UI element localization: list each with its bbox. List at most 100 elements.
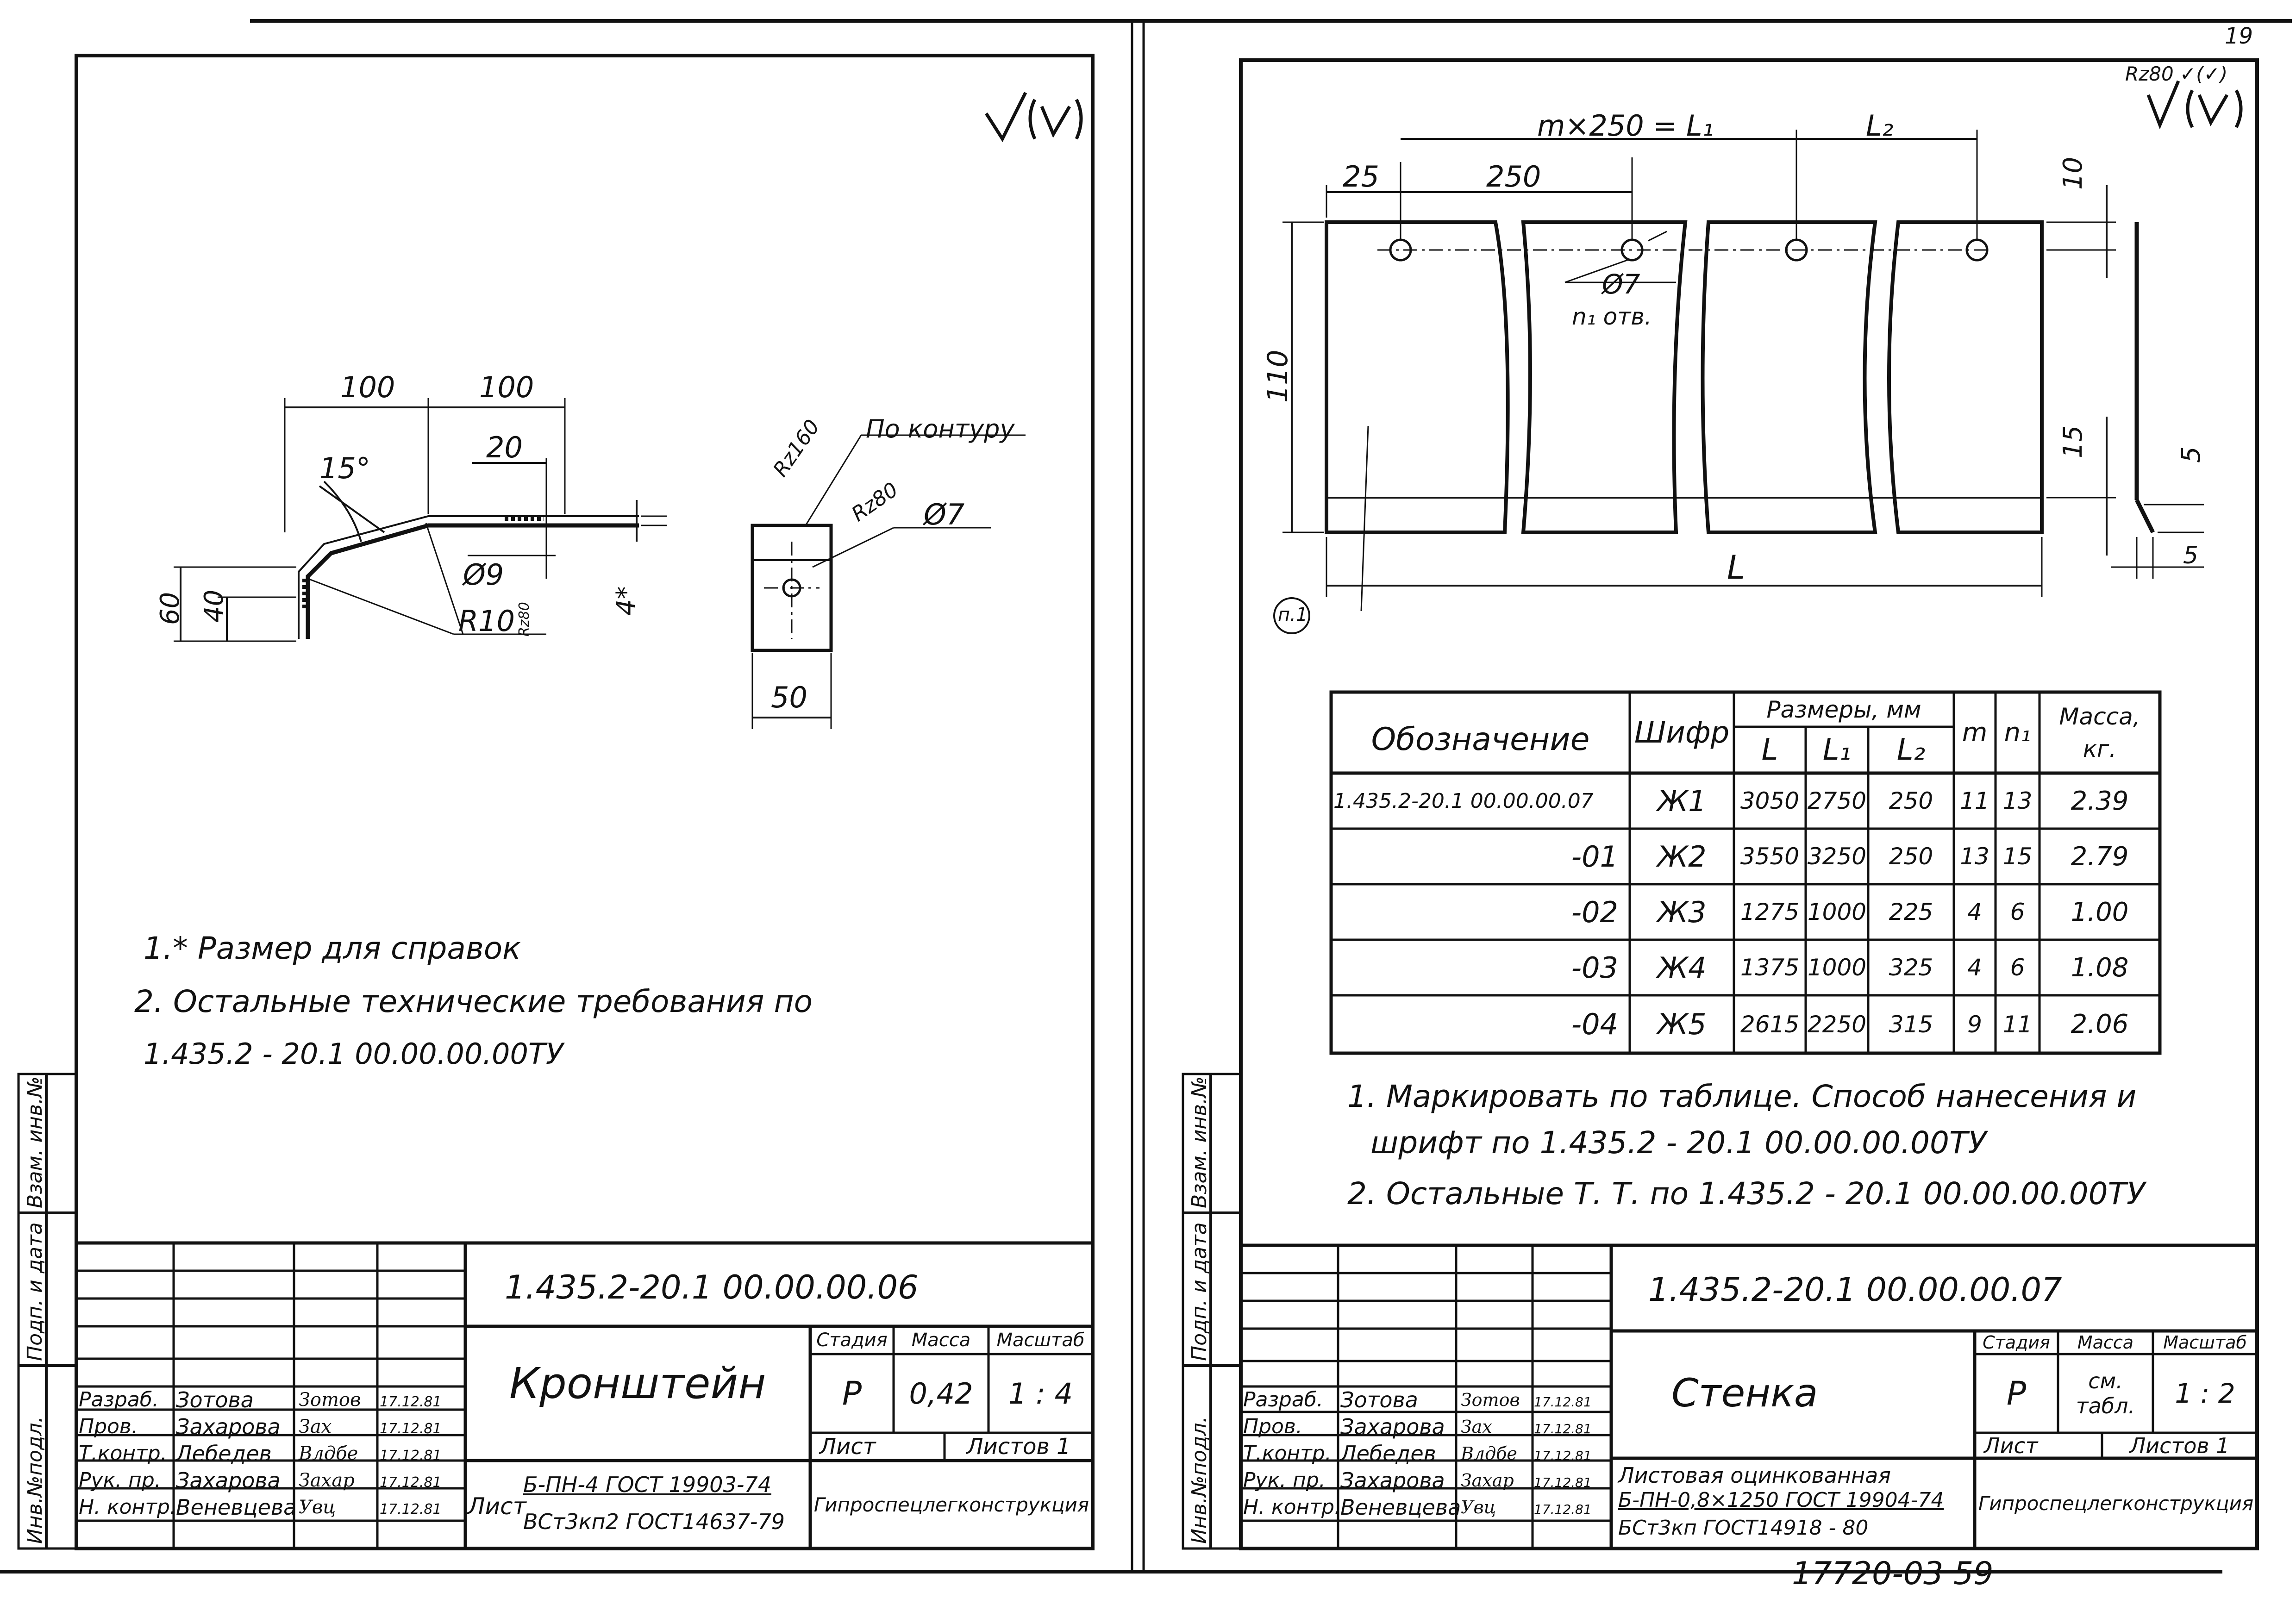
dim-100-right: 100 xyxy=(479,370,534,404)
th-L2: L₂ xyxy=(1896,733,1926,767)
dim-r10: R10 xyxy=(458,604,515,638)
name-developer: Зотова xyxy=(176,1387,254,1412)
date-checker: 17.12.81 xyxy=(380,1421,442,1437)
hdr-scale-right: Масштаб xyxy=(2163,1332,2247,1353)
signature-developer: Зотов xyxy=(1461,1390,1520,1410)
name-checker: Захарова xyxy=(1340,1414,1445,1439)
roles-column-left: Разраб. Пров. Т.контр. Рук. пр. Н. контр… xyxy=(79,1386,176,1521)
dim-110: 110 xyxy=(1262,350,1294,403)
table-cell-m: 13 xyxy=(1960,843,1989,870)
name-tech-control: Лебедев xyxy=(176,1441,272,1466)
dim-5-top: 5 xyxy=(2176,446,2206,463)
table-cell-L1: 1000 xyxy=(1807,954,1867,981)
sheets-count-right: Листов 1 xyxy=(2129,1433,2230,1458)
signature-project-lead: Захар xyxy=(299,1470,355,1491)
table-cell-designation: -01 xyxy=(1571,839,1618,874)
signature-developer: Зотов xyxy=(299,1389,361,1411)
table-cell-m: 11 xyxy=(1960,787,1989,814)
dim-l2: L₂ xyxy=(1866,109,1894,143)
signature-project-lead: Захар xyxy=(1461,1470,1514,1491)
th-L: L xyxy=(1761,733,1778,767)
dim-100-left: 100 xyxy=(340,370,395,404)
table-cell-L2: 325 xyxy=(1889,954,1933,981)
dim-10: 10 xyxy=(2058,156,2088,190)
names-column-left: Зотова Захарова Лебедев Захарова Веневце… xyxy=(176,1386,296,1521)
note-2-ref: 1.435.2 - 20.1 00.00.00.00ТУ xyxy=(144,1037,563,1071)
dim-15: 15 xyxy=(2058,425,2088,458)
table-cell-L2: 250 xyxy=(1889,787,1933,814)
name-checker: Захарова xyxy=(176,1414,281,1439)
date-checker: 17.12.81 xyxy=(1534,1421,1592,1436)
surface-finish-mark-right: Rz80 ✓(✓) xyxy=(2125,62,2228,85)
table-cell-code: Ж5 xyxy=(1657,1007,1707,1041)
dim-40: 40 xyxy=(199,589,229,623)
table-cell-L: 1375 xyxy=(1740,954,1800,981)
table-cell-L2: 250 xyxy=(1889,843,1933,870)
th-L1: L₁ xyxy=(1822,733,1852,767)
dim-L: L xyxy=(1727,549,1745,587)
table-cell-L1: 1000 xyxy=(1807,899,1867,925)
table-cell-designation: -03 xyxy=(1571,950,1618,985)
dim-4-ref: 4* xyxy=(611,586,641,616)
dim-dia7-right: Ø7 xyxy=(1602,268,1640,300)
marking-note-2: 2. Остальные Т. Т. по 1.435.2 - 20.1 00.… xyxy=(1347,1176,2146,1211)
note-2: 2. Остальные технические требования по xyxy=(134,984,813,1019)
table-cell-n1: 13 xyxy=(2002,787,2033,814)
designation-left: 1.435.2-20.1 00.00.00.06 xyxy=(505,1268,919,1306)
table-cell-L1: 2250 xyxy=(1807,1011,1867,1038)
role-norm-control: Н. контр. xyxy=(79,1495,176,1519)
table-cell-n1: 15 xyxy=(2002,843,2033,870)
dim-250: 250 xyxy=(1486,160,1541,194)
table-cell-m: 4 xyxy=(1967,954,1982,981)
name-tech-control: Лебедев xyxy=(1340,1441,1436,1466)
th-m: m xyxy=(1962,718,1988,748)
table-cell-mass: 2.06 xyxy=(2071,1009,2129,1039)
dim-20: 20 xyxy=(486,431,523,464)
side-label-sign: Подп. и дата xyxy=(1188,1222,1211,1361)
signature-norm-control: Увц xyxy=(299,1497,336,1518)
date-project-lead: 17.12.81 xyxy=(1534,1475,1592,1490)
date-developer: 17.12.81 xyxy=(1534,1394,1592,1410)
side-label-repl: Взам. инв.№ xyxy=(23,1076,47,1208)
roughness-rz80-a: Rz80 xyxy=(516,602,532,637)
name-norm-control: Веневцева xyxy=(176,1495,297,1520)
date-norm-control: 17.12.81 xyxy=(380,1501,442,1517)
table-cell-mass: 2.39 xyxy=(2071,786,2129,816)
material-prefix-left: Лист xyxy=(468,1493,526,1520)
table-cell-code: Ж2 xyxy=(1657,839,1707,874)
role-project-lead: Рук. пр. xyxy=(1243,1468,1326,1492)
date-project-lead: 17.12.81 xyxy=(380,1474,442,1491)
role-developer: Разраб. xyxy=(79,1388,159,1411)
designation-right: 1.435.2-20.1 00.00.00.07 xyxy=(1648,1271,2062,1309)
dates-column-left: 17.12.81 17.12.81 17.12.81 17.12.81 17.1… xyxy=(380,1389,442,1523)
table-cell-L: 3050 xyxy=(1740,787,1800,814)
mass-left: 0,42 xyxy=(909,1376,973,1411)
table-cell-L: 3550 xyxy=(1740,843,1800,870)
role-tech-control: Т.контр. xyxy=(79,1442,167,1465)
table-cell-mass: 2.79 xyxy=(2071,841,2129,872)
label-holes: n₁ отв. xyxy=(1572,303,1652,330)
table-cell-code: Ж3 xyxy=(1657,895,1707,929)
name-norm-control: Веневцева xyxy=(1340,1495,1461,1520)
signatures-column-left: Зотов Зах Влдбе Захар Увц xyxy=(299,1386,361,1521)
table-cell-designation: -04 xyxy=(1571,1007,1618,1041)
dim-25: 25 xyxy=(1343,160,1379,194)
table-cell-n1: 11 xyxy=(2002,1011,2033,1038)
sheets-count-left: Листов 1 xyxy=(966,1434,1071,1460)
signatures-column-right: Зотов Зах Влдбе Захар Увц xyxy=(1461,1386,1520,1521)
material-bottom-left: ВСт3кп2 ГОСТ14637-79 xyxy=(523,1509,785,1534)
th-sizes: Размеры, мм xyxy=(1766,696,1921,723)
side-label-repl: Взам. инв.№ xyxy=(1188,1076,1211,1208)
table-cell-code: Ж4 xyxy=(1657,950,1707,985)
table-cell-L1: 3250 xyxy=(1807,843,1867,870)
table-cell-L: 2615 xyxy=(1740,1011,1800,1038)
table-cell-L2: 225 xyxy=(1889,899,1933,925)
table-cell-L: 1275 xyxy=(1740,899,1800,925)
dim-60: 60 xyxy=(155,592,185,625)
table-cell-m: 4 xyxy=(1967,899,1982,925)
name-project-lead: Захарова xyxy=(1340,1468,1445,1493)
table-cell-m: 9 xyxy=(1967,1011,1982,1038)
date-developer: 17.12.81 xyxy=(380,1394,442,1410)
table-cell-L2: 315 xyxy=(1889,1011,1933,1038)
